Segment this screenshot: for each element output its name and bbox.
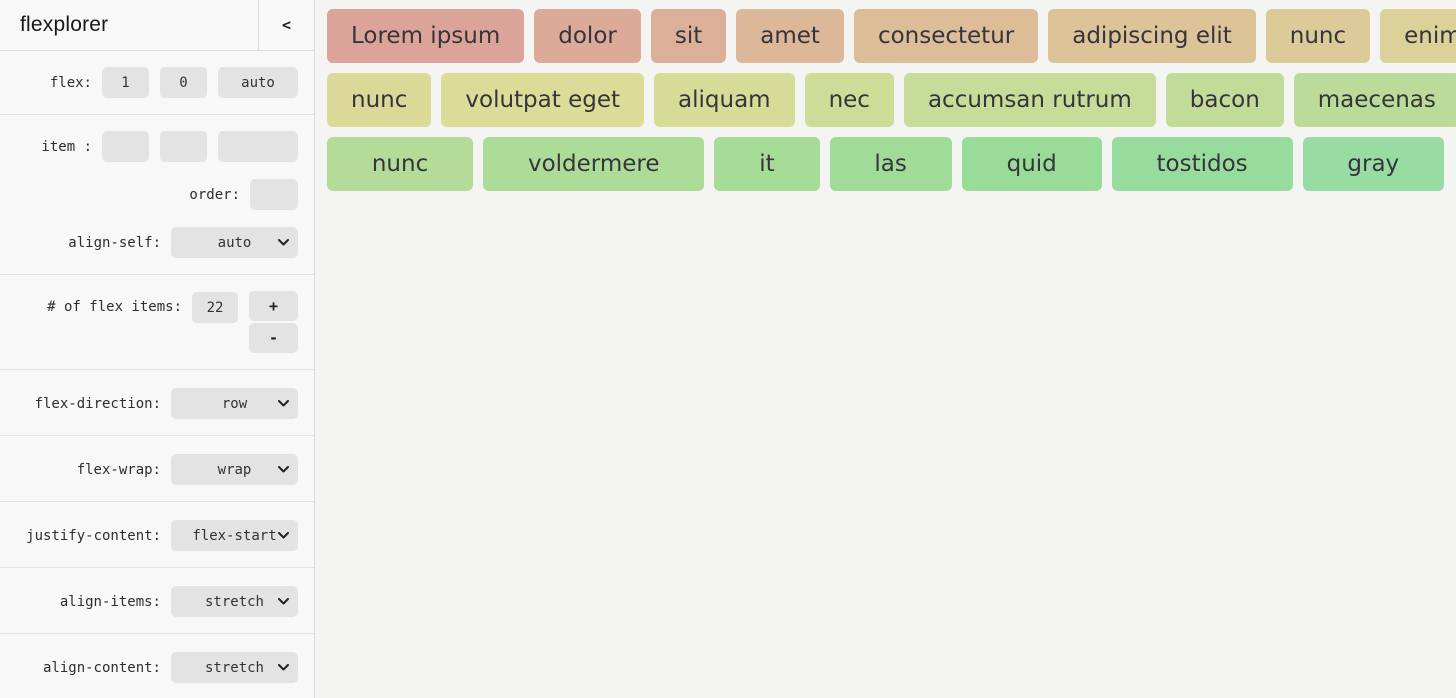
order-label: order: — [189, 186, 240, 203]
item-label: item : — [41, 138, 92, 155]
align-content-value: stretch — [204, 659, 264, 676]
plus-icon: + — [268, 297, 279, 315]
chevron-down-icon — [278, 466, 289, 473]
count-label: # of flex items: — [47, 299, 182, 315]
flex-item: volutpat eget — [441, 73, 645, 127]
chevron-left-icon: < — [281, 16, 292, 34]
justify-content-select[interactable]: flex-start — [171, 520, 298, 551]
align-items-section: align-items: stretch — [0, 568, 314, 634]
flex-wrap-select[interactable]: wrap — [171, 454, 298, 485]
flex-item: nec — [804, 73, 894, 127]
item-flex-grow-input[interactable] — [102, 131, 149, 162]
justify-content-section: justify-content: flex-start — [0, 502, 314, 568]
flex-section: flex: — [0, 51, 314, 115]
align-items-value: stretch — [204, 593, 264, 610]
item-flex-basis-input[interactable] — [218, 131, 298, 162]
item-flex-shrink-input[interactable] — [160, 131, 207, 162]
flex-item: Lorem ipsum — [327, 9, 525, 63]
flex-wrap-value: wrap — [217, 461, 252, 478]
chevron-down-icon — [278, 239, 289, 246]
flex-basis-input[interactable] — [218, 67, 298, 98]
flex-item: consectetur — [853, 9, 1039, 63]
flex-item: bacon — [1165, 73, 1284, 127]
flex-item: quid — [961, 137, 1102, 191]
flex-item: nunc — [327, 73, 432, 127]
flex-item: enim — [1380, 9, 1456, 63]
flex-direction-label: flex-direction: — [34, 395, 161, 412]
sidebar-collapse-button[interactable]: < — [258, 0, 314, 50]
align-content-select[interactable]: stretch — [171, 652, 298, 683]
flex-count-input[interactable] — [192, 292, 238, 323]
flex-item: maecenas — [1293, 73, 1456, 127]
minus-icon: - — [268, 329, 279, 347]
align-self-value: auto — [217, 234, 252, 251]
flex-item: nunc — [1265, 9, 1371, 63]
flex-direction-section: flex-direction: row — [0, 370, 314, 436]
align-self-select[interactable]: auto — [171, 227, 298, 258]
decrement-button[interactable]: - — [249, 323, 298, 353]
flex-item: nunc — [327, 137, 474, 191]
align-content-label: align-content: — [42, 659, 161, 676]
flex-direction-select[interactable]: row — [171, 388, 298, 419]
flex-item: it — [714, 137, 820, 191]
flex-item: tostidos — [1111, 137, 1293, 191]
item-section: item : order: align-self: auto — [0, 115, 314, 275]
flex-item: amet — [736, 9, 844, 63]
flex-item: sit — [650, 9, 727, 63]
flex-item: gray — [1302, 137, 1445, 191]
flex-grow-input[interactable] — [102, 67, 149, 98]
flex-item: voldermere — [483, 137, 705, 191]
align-items-select[interactable]: stretch — [171, 586, 298, 617]
count-section: # of flex items: + - — [0, 275, 314, 370]
flex-label: flex: — [49, 74, 92, 91]
chevron-down-icon — [278, 598, 289, 605]
flex-wrap-label: flex-wrap: — [76, 461, 161, 478]
increment-button[interactable]: + — [249, 291, 298, 321]
flex-wrap-section: flex-wrap: wrap — [0, 436, 314, 502]
flex-direction-value: row — [221, 395, 248, 412]
app-title: flexplorer — [20, 13, 109, 36]
chevron-down-icon — [278, 664, 289, 671]
align-items-label: align-items: — [59, 593, 161, 610]
flex-item: adipiscing elit — [1048, 9, 1256, 63]
flex-item: las — [829, 137, 952, 191]
flex-shrink-input[interactable] — [160, 67, 207, 98]
order-input[interactable] — [250, 179, 298, 210]
justify-content-value: flex-start — [192, 527, 277, 544]
justify-content-label: justify-content: — [26, 527, 161, 544]
align-content-section: align-content: stretch — [0, 634, 314, 698]
sidebar-header: flexplorer < — [0, 0, 314, 51]
chevron-down-icon — [278, 532, 289, 539]
flex-item: accumsan rutrum — [903, 73, 1156, 127]
flex-item: dolor — [534, 9, 641, 63]
sidebar: flexplorer < flex: item : order: — [0, 0, 315, 698]
chevron-down-icon — [278, 400, 289, 407]
flex-item: aliquam — [654, 73, 795, 127]
align-self-label: align-self: — [68, 234, 161, 251]
